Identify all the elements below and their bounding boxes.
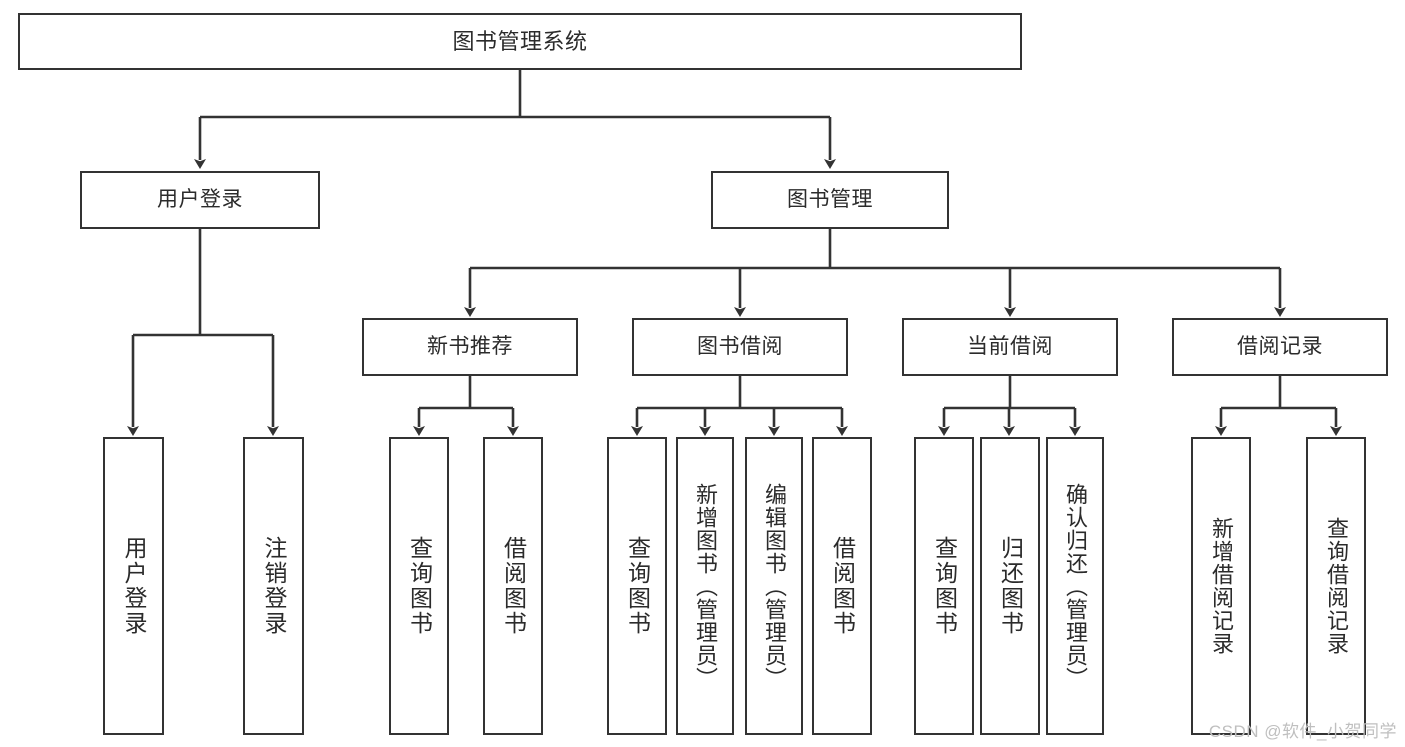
node-leaf-query-book-1-label: 查询图书 <box>406 536 433 636</box>
node-current-borrow[interactable]: 当前借阅 <box>902 318 1118 376</box>
node-leaf-edit-book[interactable]: 编辑图书（管理员） <box>745 437 803 735</box>
node-leaf-query-book-3-label: 查询图书 <box>931 536 958 636</box>
node-new-book-recommend[interactable]: 新书推荐 <box>362 318 578 376</box>
node-leaf-add-record[interactable]: 新增借阅记录 <box>1191 437 1251 735</box>
node-leaf-add-book-label: 新增图书（管理员） <box>693 482 718 690</box>
node-leaf-query-book-2[interactable]: 查询图书 <box>607 437 667 735</box>
node-leaf-logout-login[interactable]: 注销登录 <box>243 437 304 735</box>
node-book-manage-label: 图书管理 <box>787 187 873 211</box>
node-leaf-borrow-book-2[interactable]: 借阅图书 <box>812 437 872 735</box>
node-book-manage[interactable]: 图书管理 <box>711 171 949 229</box>
node-leaf-borrow-book-2-label: 借阅图书 <box>829 536 856 636</box>
node-leaf-query-record-label: 查询借阅记录 <box>1324 517 1349 655</box>
node-leaf-edit-book-label: 编辑图书（管理员） <box>762 482 787 690</box>
node-leaf-user-login[interactable]: 用户登录 <box>103 437 164 735</box>
node-leaf-confirm-return-label: 确认归还（管理员） <box>1063 482 1088 690</box>
node-leaf-user-login-label: 用户登录 <box>121 536 147 636</box>
node-leaf-query-book-1[interactable]: 查询图书 <box>389 437 449 735</box>
node-leaf-return-book[interactable]: 归还图书 <box>980 437 1040 735</box>
node-root[interactable]: 图书管理系统 <box>18 13 1022 70</box>
node-leaf-borrow-book-1[interactable]: 借阅图书 <box>483 437 543 735</box>
node-book-borrow-label: 图书借阅 <box>697 334 783 358</box>
node-leaf-logout-login-label: 注销登录 <box>261 536 287 636</box>
node-leaf-confirm-return[interactable]: 确认归还（管理员） <box>1046 437 1104 735</box>
node-leaf-borrow-book-1-label: 借阅图书 <box>500 536 527 636</box>
node-new-book-recommend-label: 新书推荐 <box>427 334 513 358</box>
node-leaf-add-book[interactable]: 新增图书（管理员） <box>676 437 734 735</box>
node-leaf-add-record-label: 新增借阅记录 <box>1209 517 1234 655</box>
node-borrow-record[interactable]: 借阅记录 <box>1172 318 1388 376</box>
node-leaf-query-book-2-label: 查询图书 <box>624 536 651 636</box>
node-current-borrow-label: 当前借阅 <box>967 334 1053 358</box>
node-leaf-query-book-3[interactable]: 查询图书 <box>914 437 974 735</box>
node-book-borrow[interactable]: 图书借阅 <box>632 318 848 376</box>
node-leaf-return-book-label: 归还图书 <box>997 536 1024 636</box>
node-borrow-record-label: 借阅记录 <box>1237 334 1323 358</box>
node-user-login-label: 用户登录 <box>157 187 243 211</box>
node-user-login[interactable]: 用户登录 <box>80 171 320 229</box>
node-leaf-query-record[interactable]: 查询借阅记录 <box>1306 437 1366 735</box>
node-root-label: 图书管理系统 <box>452 28 588 54</box>
